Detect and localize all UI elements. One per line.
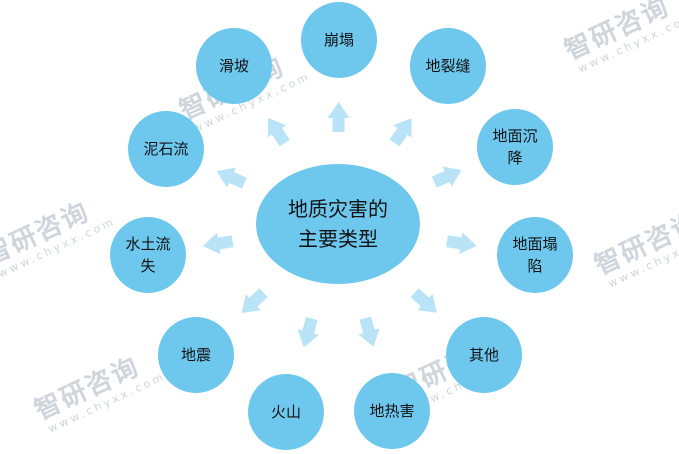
direction-arrow — [327, 102, 350, 133]
center-ellipse — [256, 164, 420, 284]
direction-arrow — [389, 118, 412, 147]
hazard-node-label: 失 — [140, 257, 155, 275]
hazard-node-huoshan: 火山 — [248, 374, 324, 450]
direction-arrow — [358, 316, 380, 347]
hazard-node-circle — [128, 111, 204, 187]
direction-arrow — [241, 288, 268, 314]
hazard-node-nishiliu: 泥石流 — [128, 111, 204, 187]
hazard-node-label: 火山 — [271, 403, 301, 421]
hazard-node-qita: 其他 — [446, 317, 522, 393]
hazard-node-circle — [446, 317, 522, 393]
hazard-node-label: 地热害 — [369, 402, 414, 420]
hazard-node-circle — [410, 28, 486, 104]
hazard-node-circle — [477, 109, 553, 185]
direction-arrow — [216, 167, 247, 189]
hazard-node-circle — [158, 317, 234, 393]
hazard-node-circle — [110, 217, 186, 293]
hazard-node-circle — [301, 2, 377, 78]
hazard-node-huapo: 滑坡 — [196, 28, 272, 104]
hazard-node-dizhen: 地震 — [158, 317, 234, 393]
hazard-node-dilie: 地裂缝 — [410, 28, 486, 104]
hazard-node-circle — [248, 374, 324, 450]
hazard-node-circle — [497, 217, 573, 293]
hazard-node-direhai: 地热害 — [354, 373, 430, 449]
hazard-node-circle — [196, 28, 272, 104]
hazard-node-label: 地裂缝 — [425, 57, 470, 75]
direction-arrow — [446, 232, 477, 255]
hazard-node-circle — [354, 373, 430, 449]
hazard-node-label: 崩塌 — [324, 31, 354, 49]
direction-arrow — [202, 232, 234, 255]
direction-arrow — [410, 288, 437, 313]
center-label: 主要类型 — [298, 227, 378, 251]
hazard-node-label: 降 — [507, 149, 522, 167]
direction-arrow — [267, 117, 290, 147]
hazard-node-label: 地震 — [181, 346, 211, 364]
arrow-layer — [202, 102, 477, 348]
hazard-node-benta: 崩塌 — [301, 2, 377, 78]
direction-arrow — [431, 166, 462, 188]
hazard-node-label: 其他 — [469, 346, 499, 364]
direction-arrow — [297, 316, 319, 348]
hazard-node-label: 泥石流 — [143, 140, 188, 158]
center-label: 地质灾害的 — [288, 197, 388, 221]
hazard-node-label: 水土流 — [125, 235, 170, 253]
hazard-node-label: 滑坡 — [219, 57, 249, 75]
hazard-node-label: 地面沉 — [492, 127, 537, 145]
hazard-node-label: 陷 — [527, 257, 542, 275]
hazard-node-label: 地面塌 — [512, 235, 557, 253]
